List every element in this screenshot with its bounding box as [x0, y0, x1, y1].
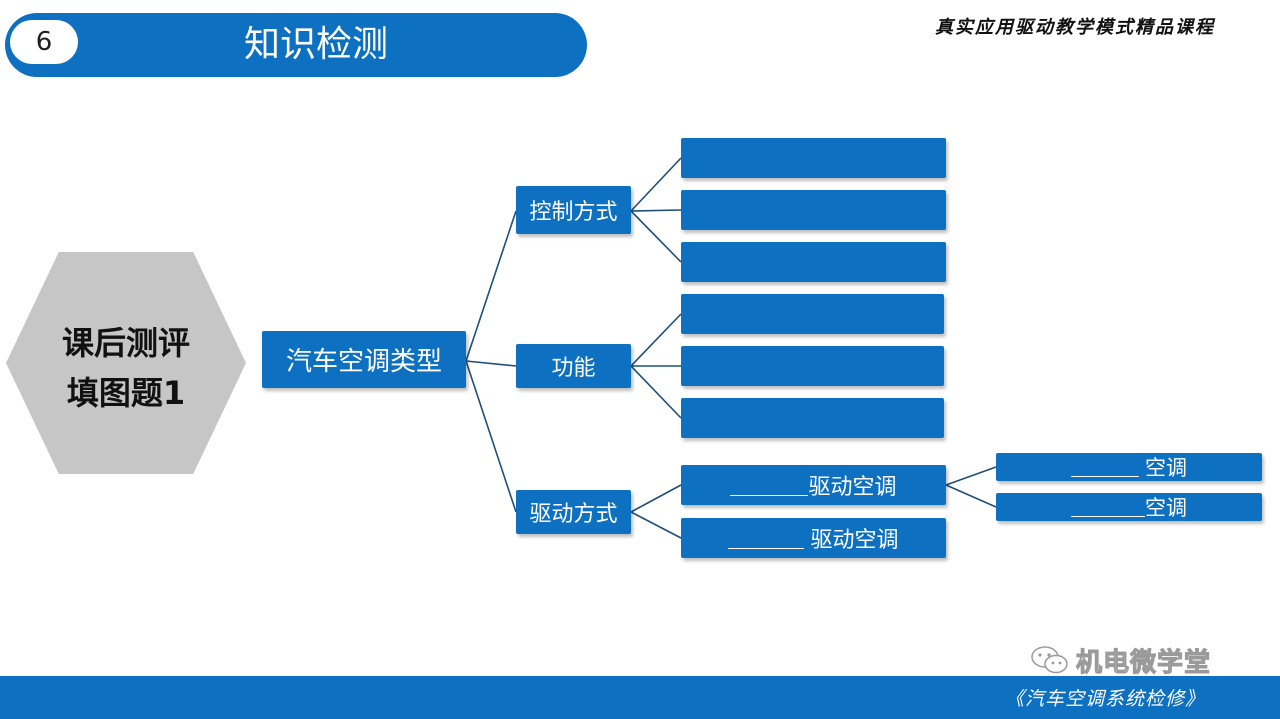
watermark-text: 机电微学堂 [1075, 647, 1212, 678]
connector-control-2 [630, 209, 682, 212]
connector-function-3 [630, 365, 682, 419]
connector-sub-1 [945, 466, 997, 486]
hexagon-badge [6, 252, 246, 474]
fill-blank[interactable] [1071, 497, 1145, 518]
connector-control-1 [630, 157, 682, 212]
sub-item-2[interactable]: 空调 [996, 493, 1262, 521]
hexagon-label: 课后测评 填图题1 [6, 318, 246, 418]
fill-blank[interactable] [728, 527, 805, 549]
blank-box-function-2[interactable] [681, 346, 944, 386]
connector-drive-2 [630, 511, 682, 539]
connector-root-function [465, 360, 517, 367]
branch-function: 功能 [516, 344, 631, 388]
drive-item-2[interactable]: 驱动空调 [681, 518, 946, 558]
blank-box-control-1[interactable] [681, 138, 946, 178]
connector-root-drive [465, 360, 517, 513]
sub-item-1-label: 空调 [1145, 456, 1187, 480]
blank-box-function-3[interactable] [681, 398, 944, 438]
drive-item-2-label: 驱动空调 [810, 528, 899, 553]
connector-root-control [465, 210, 517, 362]
hexagon-line-1: 课后测评 [61, 324, 190, 362]
page-title: 知识检测 [243, 24, 388, 65]
section-number-badge: 6 [10, 20, 78, 64]
header-banner [5, 13, 587, 77]
drive-item-1[interactable]: 驱动空调 [681, 465, 946, 505]
wechat-icon [1031, 646, 1068, 674]
footer-bar [0, 676, 1280, 719]
course-title-footer: 《汽车空调系统检修》 [1004, 688, 1205, 710]
drive-item-1-label: 驱动空调 [808, 475, 897, 500]
course-tagline: 真实应用驱动教学模式精品课程 [935, 17, 1215, 38]
branch-drive-mode: 驱动方式 [516, 490, 631, 534]
blank-box-function-1[interactable] [681, 294, 944, 334]
watermark: 机电微学堂 [1030, 642, 1250, 678]
sub-item-2-label: 空调 [1145, 496, 1187, 520]
fill-blank[interactable] [730, 474, 809, 496]
blank-box-control-2[interactable] [681, 190, 946, 230]
connector-drive-1 [630, 484, 682, 513]
branch-control-mode: 控制方式 [516, 186, 631, 234]
connector-sub-2 [945, 484, 997, 508]
hexagon-line-2: 填图题1 [66, 374, 186, 412]
blank-box-control-3[interactable] [681, 242, 946, 282]
fill-blank[interactable] [1071, 457, 1139, 478]
connector-control-3 [630, 210, 682, 263]
sub-item-1[interactable]: 空调 [996, 453, 1262, 481]
root-node: 汽车空调类型 [262, 331, 466, 388]
connector-function-1 [630, 313, 682, 367]
